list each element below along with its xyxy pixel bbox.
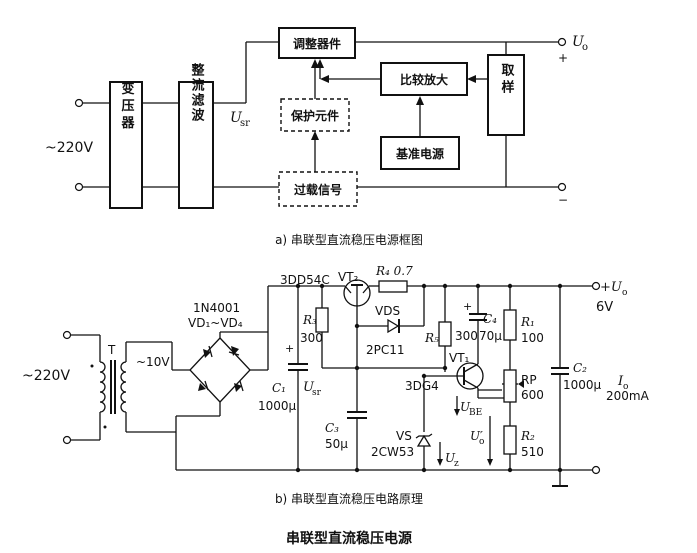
transformer-symbol (99, 360, 127, 414)
uz-label: U (445, 451, 456, 465)
r5-label: R₅ (424, 331, 439, 345)
circuit-usr-subscript: sr (312, 388, 322, 398)
output-terminal-negative (591, 465, 601, 475)
overload-block (278, 171, 358, 207)
rp-value: 600 (521, 388, 544, 402)
usr-label: U (230, 110, 243, 126)
output-terminal-positive (591, 281, 601, 291)
block-diagram-caption: a) 串联型直流稳压电源框图 (275, 232, 423, 247)
usr-subscript: sr (240, 118, 250, 129)
output-terminal-bottom (557, 182, 567, 192)
c1-label: C₁ (272, 381, 286, 395)
r4-label: R₄ 0.7 (375, 264, 413, 278)
ube-label: U (460, 400, 471, 414)
ube-subscript: BE (469, 408, 482, 418)
io-value: 200mA (606, 389, 650, 403)
c1-value: 1000µ (258, 399, 297, 413)
r5-resistor (438, 321, 452, 347)
c3-value: 50µ (325, 437, 348, 451)
ac-input-terminal-top (62, 330, 72, 340)
input-terminal-bottom (74, 182, 84, 192)
r2-value: 510 (521, 445, 544, 459)
block-diagram: ~220V 变压器 整流滤波 U sr 调整器件 U o + − 保护元件 (45, 27, 588, 247)
vt1-label: VT₁ (449, 351, 470, 365)
r3-resistor (315, 307, 329, 333)
protection-label: 保护元件 (290, 108, 339, 123)
overload-label: 过载信号 (294, 182, 342, 197)
transformer-label: T (107, 343, 116, 357)
r3-label: R₃ (302, 313, 317, 327)
vs-model-label: 2CW53 (371, 445, 414, 459)
ac-input-label: ~220V (22, 368, 70, 384)
r4-resistor (378, 280, 408, 293)
regulator-label: 调整器件 (293, 36, 341, 51)
reference-block (380, 136, 460, 170)
uo-prime-subscript: o (479, 437, 484, 447)
diode-model-label: 1N4001 (193, 301, 240, 315)
c2-label: C₂ (573, 361, 587, 375)
circuit-schematic: ~220V T ~10V (22, 264, 650, 506)
vds-label: VDS (375, 304, 400, 318)
vds-model-label: 2PC11 (366, 343, 405, 357)
r2-resistor (503, 425, 517, 455)
ac-input-terminal-bottom (62, 435, 72, 445)
output-subscript: o (582, 42, 588, 53)
output-terminal-top (557, 37, 567, 47)
r1-resistor (503, 309, 517, 341)
circuit-caption: b) 串联型直流稳压电路原理 (275, 491, 423, 506)
c4-value: 70µ (479, 329, 502, 343)
regulator-block (278, 27, 356, 59)
circuit-output-value: 6V (596, 300, 613, 315)
transformer-block (109, 81, 143, 209)
uz-subscript: z (454, 459, 459, 469)
output-plus-sign: + (558, 51, 568, 65)
c4-plus: + (463, 300, 472, 313)
rp-label: RP (521, 373, 537, 387)
transformer-label: 变压器 (119, 81, 136, 133)
rp-potentiometer (503, 369, 517, 403)
comparator-label: 比较放大 (400, 72, 448, 87)
r2-label: R₂ (520, 429, 535, 443)
vs-label: VS (396, 429, 412, 443)
vt2-label: VT₂ (338, 270, 359, 284)
c4-label: C₄ (483, 312, 497, 326)
circuit-output-subscript: o (622, 288, 627, 298)
rectifier-filter-block (178, 81, 214, 209)
bridge-rectifier (189, 337, 251, 403)
io-label: I (617, 374, 624, 389)
sampling-label: 取样 (499, 63, 515, 97)
input-voltage-label: ~220V (45, 140, 93, 156)
circuit-usr-label: U (303, 380, 315, 395)
secondary-voltage-label: ~10V (136, 355, 170, 369)
vt1-model-label: 3DG4 (405, 379, 439, 393)
c2-value: 1000µ (563, 378, 602, 392)
output-label: U (572, 34, 585, 50)
r5-value: 300 (455, 329, 478, 343)
figure-title: 串联型直流稳压电源 (286, 530, 412, 547)
r1-label: R₁ (520, 315, 535, 329)
protection-block (280, 98, 350, 132)
vt2-model-label: 3DD54C (280, 273, 330, 287)
circuit-output-label: +U (600, 280, 623, 295)
output-minus-sign: − (558, 193, 568, 207)
c1-plus: + (285, 342, 294, 355)
io-subscript: o (623, 382, 628, 392)
rectifier-filter-label: 整流滤波 (189, 62, 206, 123)
c3-label: C₃ (325, 421, 339, 435)
r3-value: 300 (300, 331, 323, 345)
input-terminal-top (74, 98, 84, 108)
diode-range-label: VD₁~VD₄ (188, 316, 243, 330)
r1-value: 100 (521, 331, 544, 345)
reference-label: 基准电源 (395, 146, 444, 161)
uo-prime-label: U′ (470, 429, 483, 443)
